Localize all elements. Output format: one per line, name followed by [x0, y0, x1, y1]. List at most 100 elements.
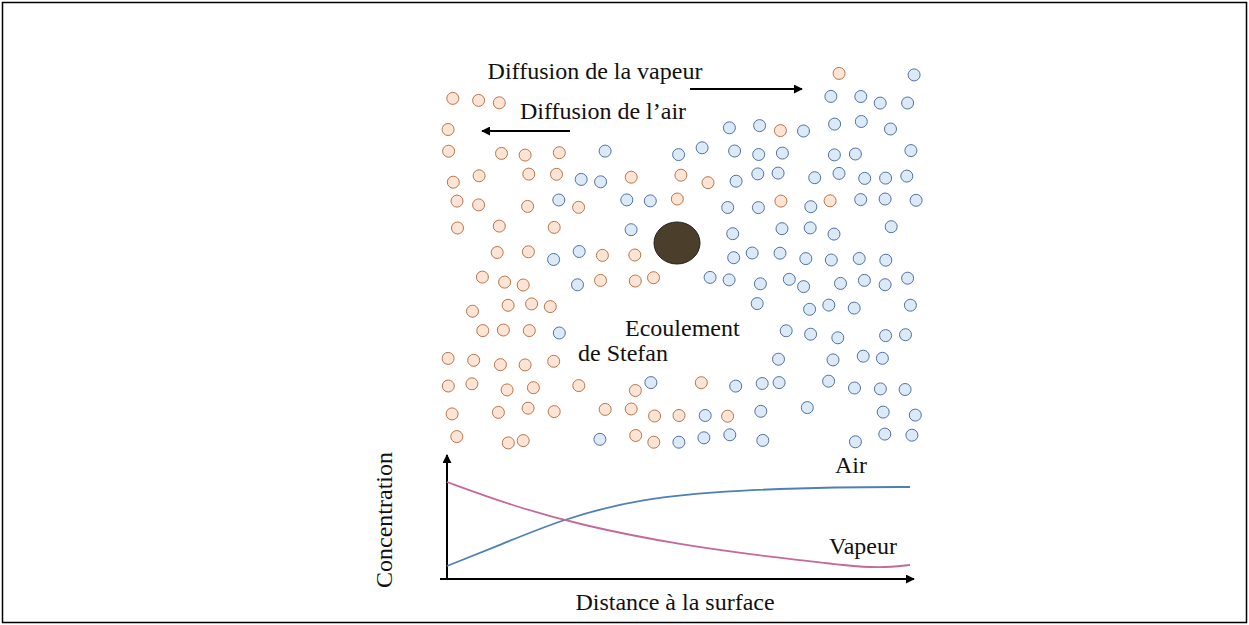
vapour-molecule [501, 384, 513, 396]
vapour-molecule [675, 169, 687, 181]
vapour-molecule [452, 222, 464, 234]
vapour-molecule [599, 403, 611, 415]
air-molecule [724, 429, 736, 441]
air-molecule [798, 125, 810, 137]
air-molecule [755, 405, 767, 417]
vapour-molecule [447, 92, 459, 104]
air-curve [447, 487, 910, 566]
vapour-molecule [473, 199, 485, 211]
vapour-molecule [629, 385, 641, 397]
air-molecule [573, 246, 585, 258]
air-molecule [804, 222, 816, 234]
air-molecule [773, 353, 785, 365]
air-molecule [673, 149, 685, 161]
axis-title: Distance à la surface [575, 590, 774, 615]
air-molecule [909, 409, 921, 421]
air-molecule [885, 221, 897, 233]
air-molecule [772, 167, 784, 179]
air-molecule [858, 274, 870, 286]
air-molecule [879, 193, 891, 205]
air-molecule [855, 116, 867, 128]
vapour-molecule [442, 124, 454, 136]
vapour-diffusion-arrow [690, 88, 802, 90]
frame [3, 3, 1247, 623]
vapour-molecule [477, 325, 489, 337]
droplet [654, 222, 700, 264]
air-molecule [833, 167, 845, 179]
vapour-molecule [595, 274, 607, 286]
vapour-molecule [473, 170, 485, 182]
vapour-molecule [625, 171, 637, 183]
air-molecule [902, 97, 914, 109]
vapour-molecule [499, 276, 511, 288]
air-molecule [885, 123, 897, 135]
air-molecule [728, 252, 740, 264]
air-molecule [594, 433, 606, 445]
vapour-molecule [544, 301, 556, 313]
air-molecule [809, 172, 821, 184]
air-molecule [901, 170, 913, 182]
vapour-molecule [491, 247, 503, 259]
vapour-molecule [502, 437, 514, 449]
air-molecule [798, 281, 810, 293]
air-molecule [800, 253, 812, 265]
vapour-molecule [649, 410, 661, 422]
vapour-molecule [527, 382, 539, 394]
air-molecule [756, 378, 768, 390]
curve-label: Air [835, 453, 867, 478]
air-molecule [727, 228, 739, 240]
vapour-molecule [442, 380, 454, 392]
vapour-molecule [553, 147, 565, 159]
air-molecule [783, 273, 795, 285]
vapour-molecule [502, 299, 514, 311]
air-molecule [625, 224, 637, 236]
air-molecule [880, 330, 892, 342]
vapour-molecule [548, 406, 560, 418]
vapour-molecule [522, 200, 534, 212]
vapour-molecule [573, 380, 585, 392]
air-molecule [722, 202, 734, 214]
vapour-molecule [442, 352, 454, 364]
vapour-molecule [517, 435, 529, 447]
air-molecule [752, 202, 764, 214]
arrow-label: Diffusion de la vapeur [488, 59, 703, 84]
air-molecule [899, 384, 911, 396]
axis-title: Concentration [372, 452, 397, 588]
vapour-molecule [446, 408, 458, 420]
vapour-molecule [648, 272, 660, 284]
air-molecule [644, 195, 656, 207]
vapour-molecule [573, 201, 585, 213]
vapour-molecule [625, 403, 637, 415]
air-molecule [849, 382, 861, 394]
vapour-molecule [596, 249, 608, 261]
vapour-molecule [523, 325, 535, 337]
air-molecule [805, 201, 817, 213]
air-molecule [553, 194, 565, 206]
vapour-molecule [702, 177, 714, 189]
flow-label: Ecoulement de Stefan [578, 316, 756, 366]
vapour-molecule [548, 355, 560, 367]
vapour-molecule [522, 402, 534, 414]
air-molecule [877, 406, 889, 418]
air-molecule [855, 194, 867, 206]
air-molecule [746, 247, 758, 259]
air-molecule [900, 329, 912, 341]
molecule-field [442, 67, 922, 449]
air-molecule [548, 254, 560, 266]
air-molecule [673, 436, 685, 448]
vapour-molecule [833, 67, 845, 79]
vapour-molecule [722, 410, 734, 422]
air-molecule [857, 350, 869, 362]
air-molecule [879, 279, 891, 291]
air-molecule [804, 303, 816, 315]
vapour-molecule [629, 249, 641, 261]
air-molecule [849, 148, 861, 160]
air-molecule [780, 325, 792, 337]
vapour-molecule [451, 195, 463, 207]
y-axis [446, 455, 448, 579]
air-molecule [723, 122, 735, 134]
air-molecule [880, 172, 892, 184]
air-molecule [906, 429, 918, 441]
vapour-molecule [493, 97, 505, 109]
